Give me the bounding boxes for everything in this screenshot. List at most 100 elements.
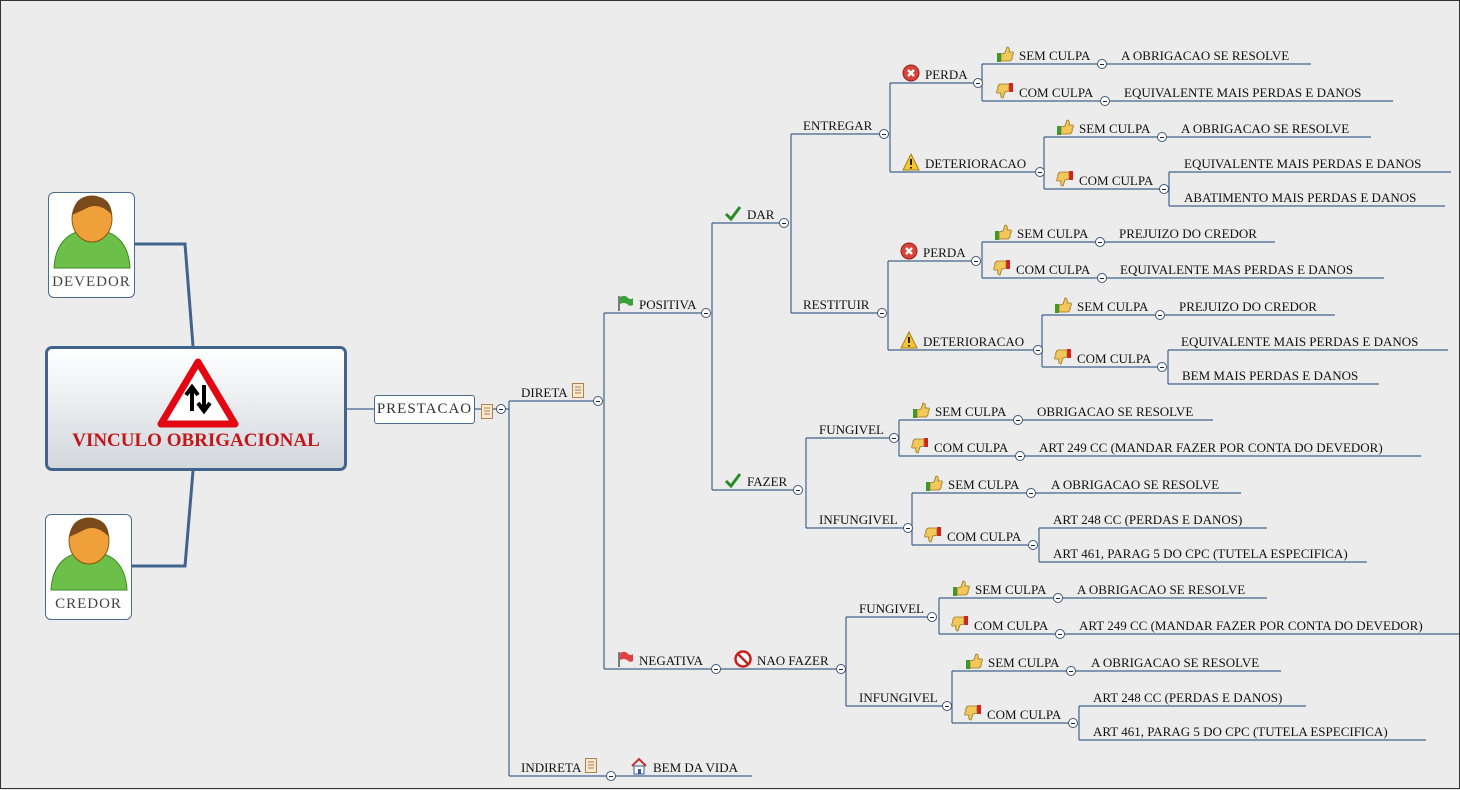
node-label[interactable]: PERDA [925, 67, 968, 82]
node-label[interactable]: SEM CULPA [1079, 121, 1151, 136]
node-label[interactable]: PREJUIZO DO CREDOR [1179, 299, 1317, 314]
node-label[interactable]: FUNGIVEL [859, 601, 924, 616]
node-label[interactable]: ABATIMENTO MAIS PERDAS E DANOS [1184, 190, 1417, 205]
node-label[interactable]: A OBRIGACAO SE RESOLVE [1051, 477, 1220, 492]
node-label[interactable]: COM CULPA [1077, 351, 1152, 366]
collapse-toggle[interactable] [1097, 59, 1107, 69]
thumbs-down-icon [993, 259, 1011, 277]
collapse-toggle[interactable] [711, 664, 721, 674]
node-label[interactable]: COM CULPA [987, 707, 1062, 722]
node-label[interactable]: ART 248 CC (PERDAS E DANOS) [1093, 690, 1283, 705]
collapse-toggle[interactable] [701, 308, 711, 318]
collapse-toggle[interactable] [879, 129, 889, 139]
node-label[interactable]: A OBRIGACAO SE RESOLVE [1181, 121, 1350, 136]
collapse-toggle[interactable] [1095, 237, 1105, 247]
node-label[interactable]: A OBRIGACAO SE RESOLVE [1091, 655, 1260, 670]
collapse-toggle[interactable] [1159, 184, 1169, 194]
collapse-toggle[interactable] [1157, 132, 1167, 142]
node-label[interactable]: COM CULPA [974, 618, 1049, 633]
node-label[interactable]: SEM CULPA [1017, 226, 1089, 241]
collapse-toggle[interactable] [971, 256, 981, 266]
node-label[interactable]: DIRETA [521, 385, 568, 400]
node-label[interactable]: BEM MAIS PERDAS E DANOS [1182, 368, 1359, 383]
node-label[interactable]: SEM CULPA [988, 655, 1060, 670]
collapse-toggle[interactable] [1028, 540, 1038, 550]
node-label[interactable]: DETERIORACAO [923, 334, 1025, 349]
node-label[interactable]: COM CULPA [947, 529, 1022, 544]
node-label[interactable]: DAR [747, 207, 775, 222]
credor-node[interactable]: CREDOR [45, 514, 132, 620]
node-label[interactable]: PERDA [923, 245, 966, 260]
node-label[interactable]: INFUNGIVEL [859, 690, 938, 705]
collapse-toggle[interactable] [1033, 345, 1043, 355]
collapse-toggle[interactable] [793, 485, 803, 495]
collapse-toggle[interactable] [1066, 666, 1076, 676]
node-label[interactable]: SEM CULPA [935, 404, 1007, 419]
collapse-toggle[interactable] [1035, 167, 1045, 177]
collapse-toggle[interactable] [606, 771, 616, 781]
collapse-toggle[interactable] [973, 78, 983, 88]
node-label[interactable]: ART 248 CC (PERDAS E DANOS) [1053, 512, 1243, 527]
person-icon [50, 517, 128, 591]
node-label[interactable]: COM CULPA [1019, 85, 1094, 100]
node-label[interactable]: INDIRETA [521, 760, 582, 775]
node-label[interactable]: PREJUIZO DO CREDOR [1119, 226, 1257, 241]
node-label[interactable]: OBRIGACAO SE RESOLVE [1037, 404, 1194, 419]
collapse-toggle[interactable] [942, 701, 952, 711]
node-label[interactable]: BEM DA VIDA [653, 760, 738, 775]
root-node[interactable]: VINCULO OBRIGACIONAL [45, 346, 347, 471]
node-label[interactable]: FUNGIVEL [819, 422, 884, 437]
collapse-toggle[interactable] [927, 612, 937, 622]
node-label[interactable]: EQUIVALENTE MAIS PERDAS E DANOS [1124, 85, 1362, 100]
check-icon [724, 471, 742, 489]
collapse-toggle[interactable] [836, 664, 846, 674]
collapse-toggle[interactable] [903, 523, 913, 533]
collapse-toggle[interactable] [593, 396, 603, 406]
collapse-toggle[interactable] [877, 308, 887, 318]
thumbs-down-icon [1054, 348, 1072, 366]
node-label[interactable]: ART 249 CC (MANDAR FAZER POR CONTA DO DE… [1079, 618, 1423, 633]
node-label[interactable]: FAZER [747, 474, 788, 489]
devedor-node[interactable]: DEVEDOR [48, 192, 135, 298]
node-label[interactable]: EQUIVALENTE MAIS PERDAS E DANOS [1184, 156, 1422, 171]
collapse-toggle[interactable] [1097, 273, 1107, 283]
node-label[interactable]: DETERIORACAO [925, 156, 1027, 171]
node-label[interactable]: A OBRIGACAO SE RESOLVE [1121, 48, 1290, 63]
node-label[interactable]: ART 461, PARAG 5 DO CPC (TUTELA ESPECIFI… [1053, 546, 1348, 561]
node-label[interactable]: COM CULPA [1016, 262, 1091, 277]
collapse-toggle[interactable] [1100, 96, 1110, 106]
prestacao-node[interactable]: PRESTACAO [374, 395, 475, 424]
node-label[interactable]: EQUIVALENTE MAIS PERDAS E DANOS [1181, 334, 1419, 349]
node-label[interactable]: SEM CULPA [975, 582, 1047, 597]
collapse-toggle[interactable] [779, 218, 789, 228]
node-label[interactable]: INFUNGIVEL [819, 512, 898, 527]
collapse-toggle[interactable] [1053, 593, 1063, 603]
node-label[interactable]: EQUIVALENTE MAS PERDAS E DANOS [1120, 262, 1354, 277]
node-label[interactable]: A OBRIGACAO SE RESOLVE [1077, 582, 1246, 597]
collapse-toggle[interactable] [1013, 415, 1023, 425]
credor-label: CREDOR [55, 596, 122, 612]
node-label[interactable]: ART 249 CC (MANDAR FAZER POR CONTA DO DE… [1039, 440, 1383, 455]
node-label[interactable]: POSITIVA [639, 297, 697, 312]
node-label[interactable]: SEM CULPA [1077, 299, 1149, 314]
collapse-toggle[interactable] [1026, 488, 1036, 498]
node-label[interactable]: RESTITUIR [803, 297, 870, 312]
collapse-toggle[interactable] [889, 433, 899, 443]
collapse-toggle[interactable] [1055, 629, 1065, 639]
thumbs-up-icon [965, 652, 983, 670]
collapse-toggle[interactable] [1068, 718, 1078, 728]
node-label[interactable]: SEM CULPA [948, 477, 1020, 492]
collapse-toggle[interactable] [1157, 362, 1167, 372]
collapse-toggle[interactable] [1155, 310, 1165, 320]
node-label[interactable]: NEGATIVA [639, 653, 704, 668]
node-label[interactable]: ART 461, PARAG 5 DO CPC (TUTELA ESPECIFI… [1093, 724, 1388, 739]
thumbs-up-icon [925, 474, 943, 492]
collapse-toggle[interactable] [1015, 451, 1025, 461]
node-label[interactable]: COM CULPA [934, 440, 1009, 455]
node-label[interactable]: NAO FAZER [757, 653, 829, 668]
collapse-toggle[interactable] [496, 404, 506, 414]
node-label[interactable]: SEM CULPA [1019, 48, 1091, 63]
thumbs-up-icon [912, 401, 930, 419]
node-label[interactable]: COM CULPA [1079, 173, 1154, 188]
node-label[interactable]: ENTREGAR [803, 118, 873, 133]
